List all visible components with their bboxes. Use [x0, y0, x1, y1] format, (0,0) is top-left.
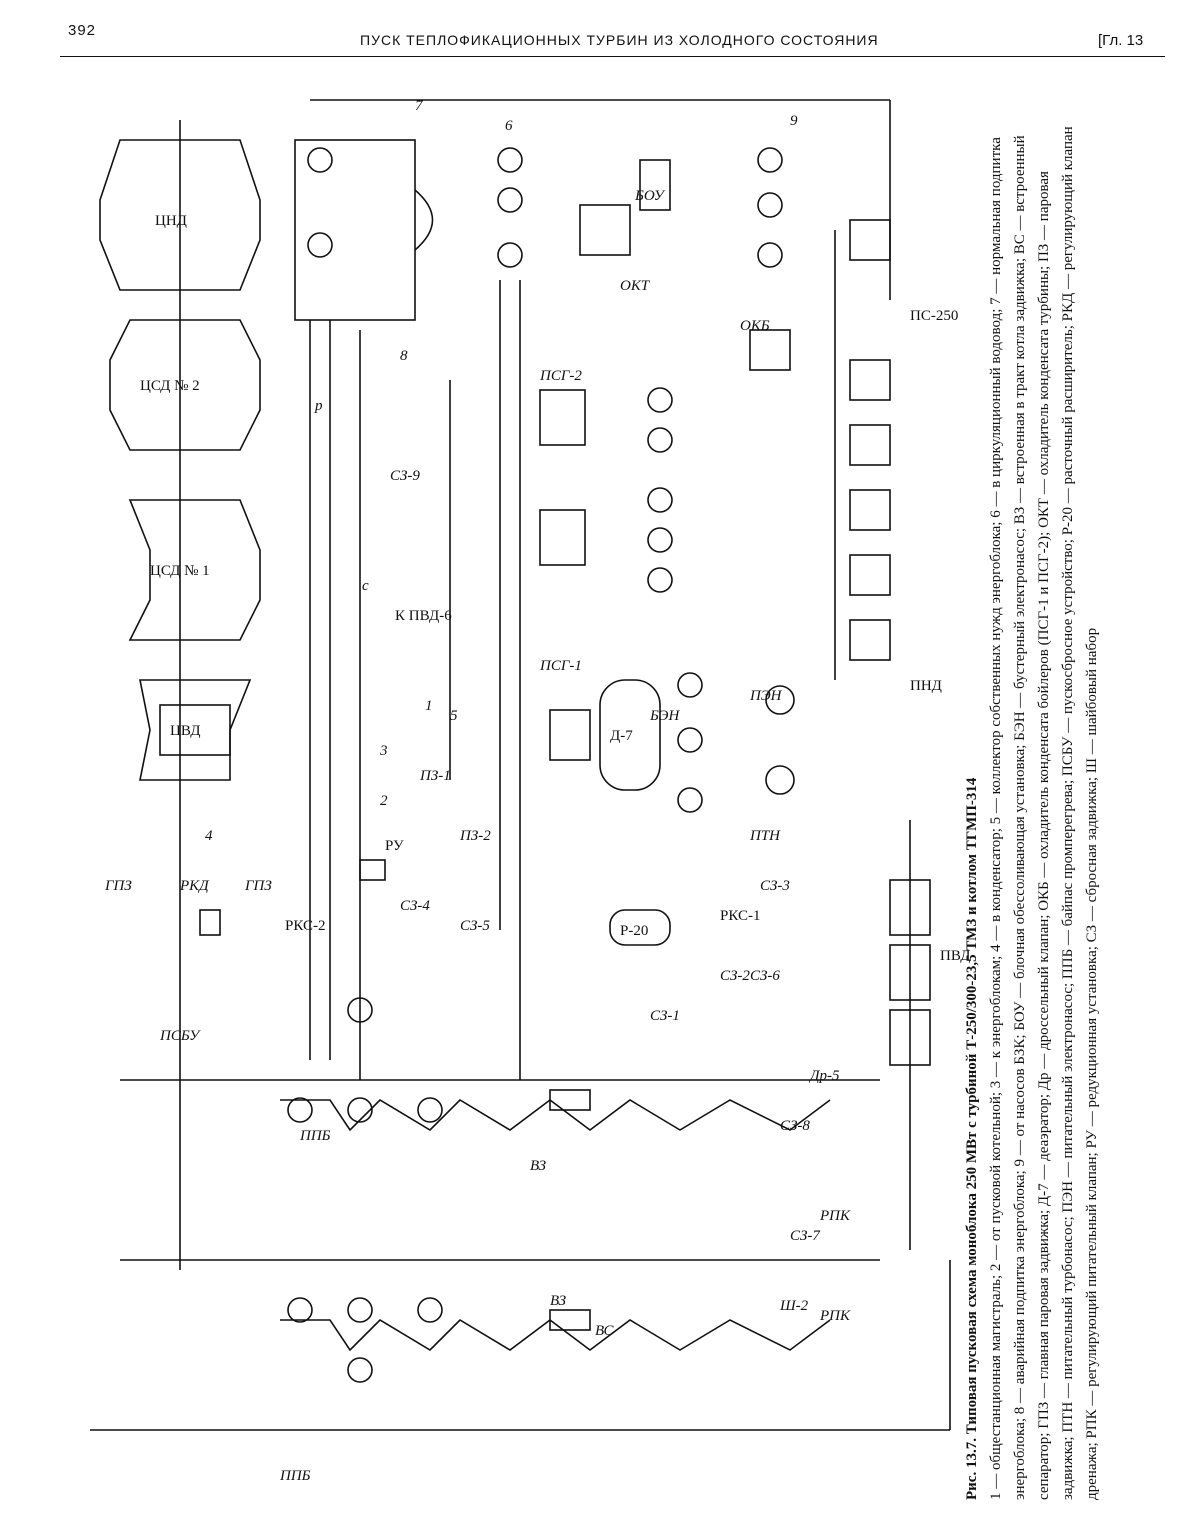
label-rks1: РКС-1: [720, 908, 760, 924]
label-cvd: ЦВД: [170, 723, 201, 739]
header-rule: [60, 56, 1165, 57]
running-title: ПУСК ТЕПЛОФИКАЦИОННЫХ ТУРБИН ИЗ ХОЛОДНОГ…: [360, 32, 879, 48]
label-gpz2: ГПЗ: [244, 878, 272, 894]
label-sz8: СЗ-8: [780, 1118, 810, 1134]
label-gpz1: ГПЗ: [104, 878, 132, 894]
label-pvd: ПВД: [940, 948, 970, 964]
label-n4: 4: [205, 828, 213, 844]
csd1-cylinder: [128, 499, 261, 641]
label-k-pvd6: К ПВД-6: [395, 608, 452, 624]
label-sz1: СЗ-1: [650, 1008, 680, 1024]
pnd-heaters: [834, 230, 891, 680]
cnd-cylinder: [99, 139, 261, 291]
label-ps250: ПС-250: [910, 308, 958, 324]
label-sz6: СЗ-6: [750, 968, 780, 984]
label-n9: 9: [790, 113, 798, 129]
label-ptn: ПТН: [749, 828, 781, 844]
label-vz2: ВЗ: [550, 1293, 567, 1309]
label-sz9: СЗ-9: [390, 468, 420, 484]
label-cnd: ЦНД: [155, 213, 187, 229]
label-d7: Д-7: [610, 728, 633, 744]
condenser: [294, 139, 416, 321]
label-sz2: СЗ-2: [720, 968, 750, 984]
pvd-heaters: [889, 820, 931, 1250]
label-p: р: [314, 398, 323, 414]
label-pz1: ПЗ-1: [419, 768, 451, 784]
caption-title: Рис. 13.7. Типовая пусковая схема монобл…: [964, 777, 980, 1500]
label-psbu: ПСБУ: [159, 1028, 201, 1044]
label-vs: ВС: [595, 1323, 614, 1339]
expander-r20: [609, 909, 671, 946]
label-rks2: РКС-2: [285, 918, 325, 934]
label-rpk1: РПК: [819, 1208, 851, 1224]
label-pz2: ПЗ-2: [459, 828, 491, 844]
chapter-marker: [Гл. 13: [1098, 32, 1144, 49]
label-ru: РУ: [385, 838, 404, 854]
label-r20: Р-20: [620, 923, 648, 939]
schematic-drawing: ЦНД ЦСД № 2 ЦСД № 1 ЦВД Д-7 ПНД ПВД БОУ …: [90, 98, 971, 1484]
label-psg2: ПСГ-2: [539, 368, 582, 384]
label-n3: 3: [379, 743, 388, 759]
csd2-cylinder: [109, 319, 261, 451]
label-vz1: ВЗ: [530, 1158, 547, 1174]
label-n8: 8: [400, 348, 408, 364]
label-sz5: СЗ-5: [460, 918, 490, 934]
label-okt: ОКТ: [620, 278, 651, 294]
label-n5: 5: [450, 708, 458, 724]
label-n6: 6: [505, 118, 513, 134]
label-sz3: СЗ-3: [760, 878, 790, 894]
label-c: с: [362, 578, 369, 594]
caption-body: 1 — общестанционная магистраль; 2 — от п…: [988, 126, 1100, 1500]
label-psg1: ПСГ-1: [539, 658, 582, 674]
label-pen: ПЭН: [749, 688, 783, 704]
schematic-figure: ЦНД ЦСД № 2 ЦСД № 1 ЦВД Д-7 ПНД ПВД БОУ …: [30, 80, 971, 1530]
label-csd2: ЦСД № 2: [140, 378, 200, 394]
label-rkd: РКД: [179, 878, 210, 894]
label-sh2: Ш-2: [779, 1298, 809, 1314]
label-sz7: СЗ-7: [790, 1228, 821, 1244]
label-boy: БОУ: [634, 188, 666, 204]
label-ben: БЭН: [649, 708, 680, 724]
deaerator-d7: [599, 679, 661, 791]
label-n1: 1: [425, 698, 433, 714]
label-n2: 2: [380, 793, 388, 809]
label-csd1: ЦСД № 1: [150, 563, 210, 579]
label-okb: ОКБ: [740, 318, 770, 334]
label-ppb: ППБ: [299, 1128, 331, 1144]
figure-caption: Рис. 13.7. Типовая пусковая схема монобл…: [960, 120, 1190, 1500]
label-sz4: СЗ-4: [400, 898, 430, 914]
page-header: 392 ПУСК ТЕПЛОФИКАЦИОННЫХ ТУРБИН ИЗ ХОЛО…: [0, 18, 1190, 58]
cvd-cylinder: [139, 679, 252, 781]
label-pnd: ПНД: [910, 678, 942, 694]
page-number: 392: [68, 22, 97, 39]
label-ppb2: ППБ: [279, 1468, 311, 1484]
label-n7: 7: [415, 98, 424, 114]
label-dr5: Др-5: [808, 1068, 840, 1084]
label-rpk2: РПК: [819, 1308, 851, 1324]
